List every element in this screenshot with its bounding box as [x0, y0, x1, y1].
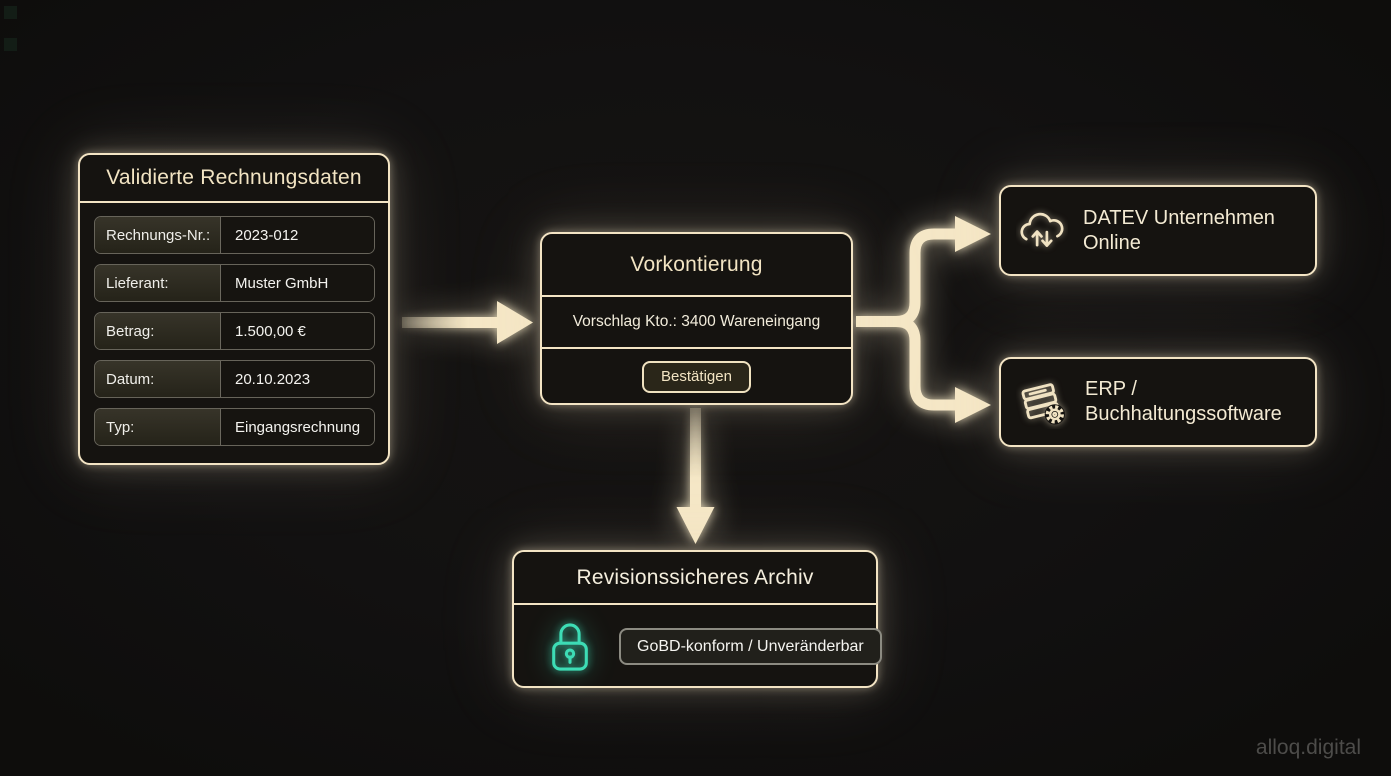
compliance-badge: GoBD-konform / Unveränderbar	[619, 627, 882, 666]
row-label: Lieferant:	[95, 265, 221, 301]
cloud-sync-icon	[1016, 205, 1068, 257]
table-row: Rechnungs-Nr.: 2023-012	[94, 216, 375, 254]
arrow-to-archive	[676, 408, 715, 544]
erp-card-label: ERP / Buchhaltungssoftware	[1085, 378, 1282, 425]
row-value: 1.500,00 €	[221, 313, 374, 349]
corner-marker	[4, 38, 17, 51]
row-value: Eingangsrechnung	[221, 409, 374, 445]
archive-card-title: Revisionssicheres Archiv	[514, 552, 876, 605]
invoice-card-title: Validierte Rechnungsdaten	[80, 155, 388, 203]
row-value: 2023-012	[221, 217, 374, 253]
stack-gear-icon	[1016, 375, 1070, 429]
table-row: Datum: 20.10.2023	[94, 360, 375, 398]
arrow-fork-to-systems	[856, 216, 991, 423]
invoice-rows: Rechnungs-Nr.: 2023-012 Lieferant: Muste…	[80, 203, 388, 446]
invoice-data-card: Validierte Rechnungsdaten Rechnungs-Nr.:…	[78, 153, 390, 465]
row-label: Datum:	[95, 361, 221, 397]
account-suggestion-text: Vorschlag Kto.: 3400 Wareneingang	[542, 297, 851, 349]
watermark: alloq.digital	[1255, 736, 1361, 759]
row-label: Rechnungs-Nr.:	[95, 217, 221, 253]
row-value: Muster GmbH	[221, 265, 374, 301]
table-row: Betrag: 1.500,00 €	[94, 312, 375, 350]
archive-body: GoBD-konform / Unveränderbar	[514, 605, 882, 688]
lock-icon	[547, 618, 593, 676]
vorkontierung-footer: Bestätigen	[542, 349, 851, 405]
vorkontierung-card-title: Vorkontierung	[542, 234, 851, 297]
table-row: Lieferant: Muster GmbH	[94, 264, 375, 302]
row-value: 20.10.2023	[221, 361, 374, 397]
archive-card: Revisionssicheres Archiv GoBD-konform / …	[512, 550, 882, 688]
table-row: Typ: Eingangsrechnung	[94, 408, 375, 446]
corner-marker	[4, 6, 17, 19]
datev-card: DATEV Unternehmen Online	[999, 185, 1317, 276]
confirm-button[interactable]: Bestätigen	[642, 361, 751, 393]
datev-card-label: DATEV Unternehmen Online	[1083, 206, 1275, 254]
row-label: Betrag:	[95, 313, 221, 349]
vorkontierung-card: Vorkontierung Vorschlag Kto.: 3400 Waren…	[540, 232, 853, 405]
erp-card: ERP / Buchhaltungssoftware	[999, 357, 1317, 447]
row-label: Typ:	[95, 409, 221, 445]
arrow-invoice-to-vorkontierung	[402, 301, 533, 344]
